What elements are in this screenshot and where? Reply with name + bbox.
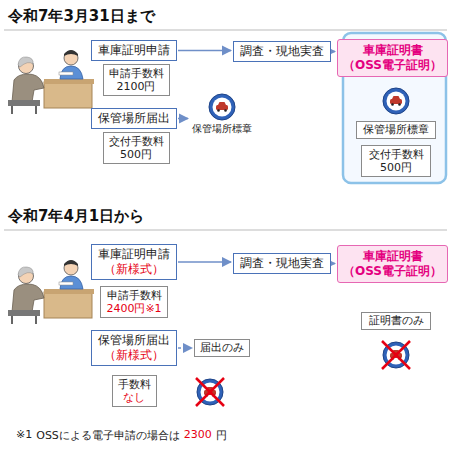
fee-box: 交付手数料500円 bbox=[361, 145, 431, 177]
section-heading: 令和7年4月1日から bbox=[8, 207, 144, 226]
section-heading: 令和7年3月31日まで bbox=[8, 7, 155, 26]
flow-arrow bbox=[178, 261, 231, 263]
fee-box: 申請手数料2400円※1 bbox=[100, 286, 167, 318]
node-text: 調査・現地実査 bbox=[240, 256, 324, 271]
footnote-text: ※1 bbox=[16, 428, 32, 443]
process-box: 届出のみ bbox=[194, 339, 250, 357]
node-text: 保管場所標章 bbox=[192, 122, 252, 135]
node-text: なし bbox=[118, 391, 151, 404]
node-text: 交付手数料 bbox=[367, 148, 425, 161]
flow-arrow bbox=[178, 118, 188, 120]
node-text: 車庫証明申請 bbox=[98, 43, 170, 58]
counter-illustration bbox=[8, 50, 94, 114]
process-box: 証明書のみ bbox=[361, 312, 431, 330]
process-box: 保管場所届出（新様式） bbox=[91, 330, 177, 366]
footnote: ※1 OSSによる電子申請の場合は 2300 円 bbox=[16, 428, 227, 443]
node-text: 2400円※1 bbox=[106, 302, 161, 315]
flow-arrow bbox=[178, 347, 192, 349]
node-text: 証明書のみ bbox=[367, 314, 425, 328]
node-text: 500円 bbox=[109, 148, 164, 161]
fee-box: 手数料なし bbox=[112, 375, 157, 407]
process-box: 調査・現地実査 bbox=[233, 253, 331, 274]
node-text: 申請手数料 bbox=[106, 289, 161, 302]
node-text: （新様式） bbox=[98, 348, 170, 363]
node-text: （OSS電子証明） bbox=[343, 264, 442, 279]
flow-arrow bbox=[178, 50, 231, 52]
sticker-label: 保管場所標章 bbox=[190, 93, 254, 135]
footnote-text: OSSによる電子申請の場合は bbox=[36, 428, 180, 443]
node-text: 申請手数料 bbox=[109, 67, 164, 80]
node-text: 保管場所届出 bbox=[98, 111, 170, 126]
node-text: 届出のみ bbox=[200, 341, 244, 355]
footnote-text: 円 bbox=[216, 428, 227, 443]
flow-arrow bbox=[332, 51, 335, 53]
sticker-crossed bbox=[382, 341, 410, 369]
node-text: 車庫証明申請 bbox=[98, 247, 170, 262]
node-text: 2100円 bbox=[109, 80, 164, 93]
node-text: 調査・現地実査 bbox=[240, 44, 324, 59]
node-text: 保管場所届出 bbox=[98, 333, 170, 348]
node-text: 手数料 bbox=[118, 378, 151, 391]
fee-box: 申請手数料2100円 bbox=[103, 64, 170, 96]
fee-box: 交付手数料500円 bbox=[103, 132, 170, 164]
node-text: 保管場所標章 bbox=[362, 123, 430, 137]
certificate-box: 車庫証明書（OSS電子証明） bbox=[337, 39, 448, 77]
sticker-crossed bbox=[196, 378, 224, 406]
counter-illustration bbox=[8, 260, 94, 324]
node-text: 車庫証明書 bbox=[343, 249, 442, 264]
process-box: 車庫証明申請（新様式） bbox=[91, 244, 177, 280]
node-text: （新様式） bbox=[98, 262, 170, 277]
heading-rule bbox=[4, 30, 447, 31]
process-box: 保管場所標章 bbox=[356, 121, 436, 139]
flow-arrow bbox=[332, 263, 335, 265]
heading-rule bbox=[4, 230, 447, 231]
certificate-box: 車庫証明書（OSS電子証明） bbox=[337, 245, 448, 283]
process-box: 調査・現地実査 bbox=[233, 41, 331, 62]
node-text: 500円 bbox=[367, 161, 425, 174]
process-box: 車庫証明申請 bbox=[91, 40, 177, 61]
process-box: 保管場所届出 bbox=[91, 108, 177, 129]
node-text: 交付手数料 bbox=[109, 135, 164, 148]
node-text: 車庫証明書 bbox=[343, 43, 442, 58]
footnote-text: 2300 bbox=[184, 428, 212, 443]
sticker-icon bbox=[383, 88, 409, 114]
sticker-icon bbox=[209, 94, 235, 120]
node-text: （OSS電子証明） bbox=[343, 58, 442, 73]
